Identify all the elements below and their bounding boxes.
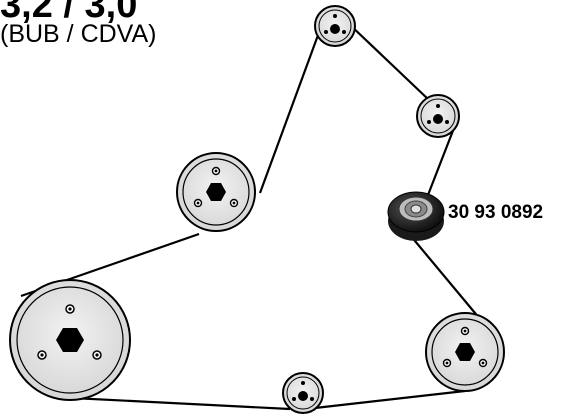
ac-compressor-pulley <box>425 312 505 392</box>
tensioner-bolt-icon <box>410 204 422 214</box>
belt-tensioner <box>387 191 445 241</box>
top-idler-pulley <box>314 5 356 47</box>
belt-segment-ac-to-bottom-idler <box>314 389 466 410</box>
belt-segment-alternator-to-top-idler <box>258 26 323 194</box>
belt-segment-right-idler-to-tensioner <box>426 127 456 196</box>
bottom-idler-pulley <box>282 372 324 414</box>
tensioner-part-number: 30 93 0892 <box>448 202 544 223</box>
hex-hub-icon <box>56 328 84 352</box>
engine-size-title: 3,2 / 3,0 <box>0 0 138 26</box>
hex-hub-icon <box>455 343 475 361</box>
alternator-pulley <box>176 152 256 232</box>
hub-icon <box>330 24 340 34</box>
hex-hub-icon <box>206 183 226 201</box>
belt-segment-top-idler-to-right-idler <box>347 22 430 101</box>
belt-segment-tensioner-to-ac <box>409 234 486 326</box>
hub-icon <box>298 391 308 401</box>
belt-segment-bottom-idler-to-crank <box>71 396 291 411</box>
engine-code-subtitle: (BUB / CDVA) <box>0 20 157 48</box>
crankshaft-pulley <box>9 279 131 401</box>
hub-icon <box>433 114 443 124</box>
right-idler-pulley <box>416 94 460 138</box>
bolt-holes-icon <box>37 304 102 360</box>
